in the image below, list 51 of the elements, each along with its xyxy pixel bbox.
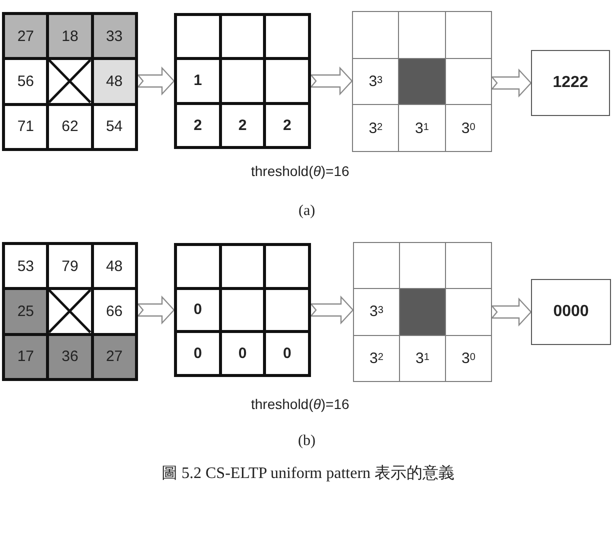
grid-cell: 2 (177, 104, 219, 146)
grid-cell: 66 (94, 290, 135, 333)
grid-cell: 36 (49, 336, 91, 378)
hollow-arrow (310, 66, 353, 96)
hollow-arrow (310, 295, 354, 325)
grid-cell: 18 (49, 15, 91, 58)
grid-cell: 53 (5, 245, 46, 288)
pixel-grid (352, 11, 492, 152)
grid-cell: 0 (266, 333, 308, 374)
grid-cell: 2 (266, 104, 308, 146)
grid-cell: 0 (177, 333, 219, 374)
grid-cell: 1 (177, 60, 219, 102)
grid-cell: 3$^{0}$ (446, 105, 491, 151)
grid-cell: 25 (5, 290, 46, 333)
subfigure-label: (b) (298, 433, 316, 450)
grid-cell: 3$^{0}$ (446, 336, 491, 381)
grid-cell: 27 (5, 15, 46, 58)
pixel-grid (174, 243, 311, 377)
grid-cell: 3$^{3}$ (353, 58, 398, 104)
hollow-arrow (136, 66, 175, 96)
threshold-note: threshold(θ)=16 (251, 396, 350, 412)
grid-cell: 17 (5, 336, 46, 378)
grid-cell: 62 (49, 106, 91, 148)
grid-cell: 0 (222, 333, 264, 374)
grid-cell: 3$^{1}$ (400, 336, 445, 381)
grid-cell: 3$^{2}$ (353, 105, 398, 151)
grid-cell: 33 (94, 15, 135, 58)
grid-cell: 79 (49, 245, 91, 288)
hollow-arrow (136, 295, 175, 325)
threshold-note: threshold(θ)=16 (251, 163, 350, 179)
pixel-grid (353, 242, 492, 382)
grid-cell: 0 (177, 290, 219, 330)
figure-caption: 圖 5.2 CS-ELTP uniform pattern 表示的意義 (162, 464, 455, 484)
result-box: 1222 (531, 50, 610, 116)
grid-cell: 27 (94, 336, 135, 378)
grid-cell: 3$^{1}$ (399, 105, 445, 151)
grid-cell: 71 (5, 106, 46, 148)
pixel-grid (2, 242, 138, 381)
pixel-grid (174, 13, 311, 149)
grid-cell: 3$^{2}$ (354, 336, 399, 381)
grid-cell: 2 (222, 104, 264, 146)
grid-cell: 56 (5, 60, 46, 103)
grid-cell: 54 (94, 106, 135, 148)
grid-cell: 48 (94, 60, 135, 103)
subfigure-label: (a) (298, 203, 316, 220)
pixel-grid (2, 12, 138, 151)
result-box: 0000 (531, 279, 611, 345)
grid-cell: 48 (94, 245, 135, 288)
grid-cell: 3$^{3}$ (354, 289, 399, 335)
hollow-arrow (490, 68, 532, 98)
hollow-arrow (490, 297, 532, 327)
